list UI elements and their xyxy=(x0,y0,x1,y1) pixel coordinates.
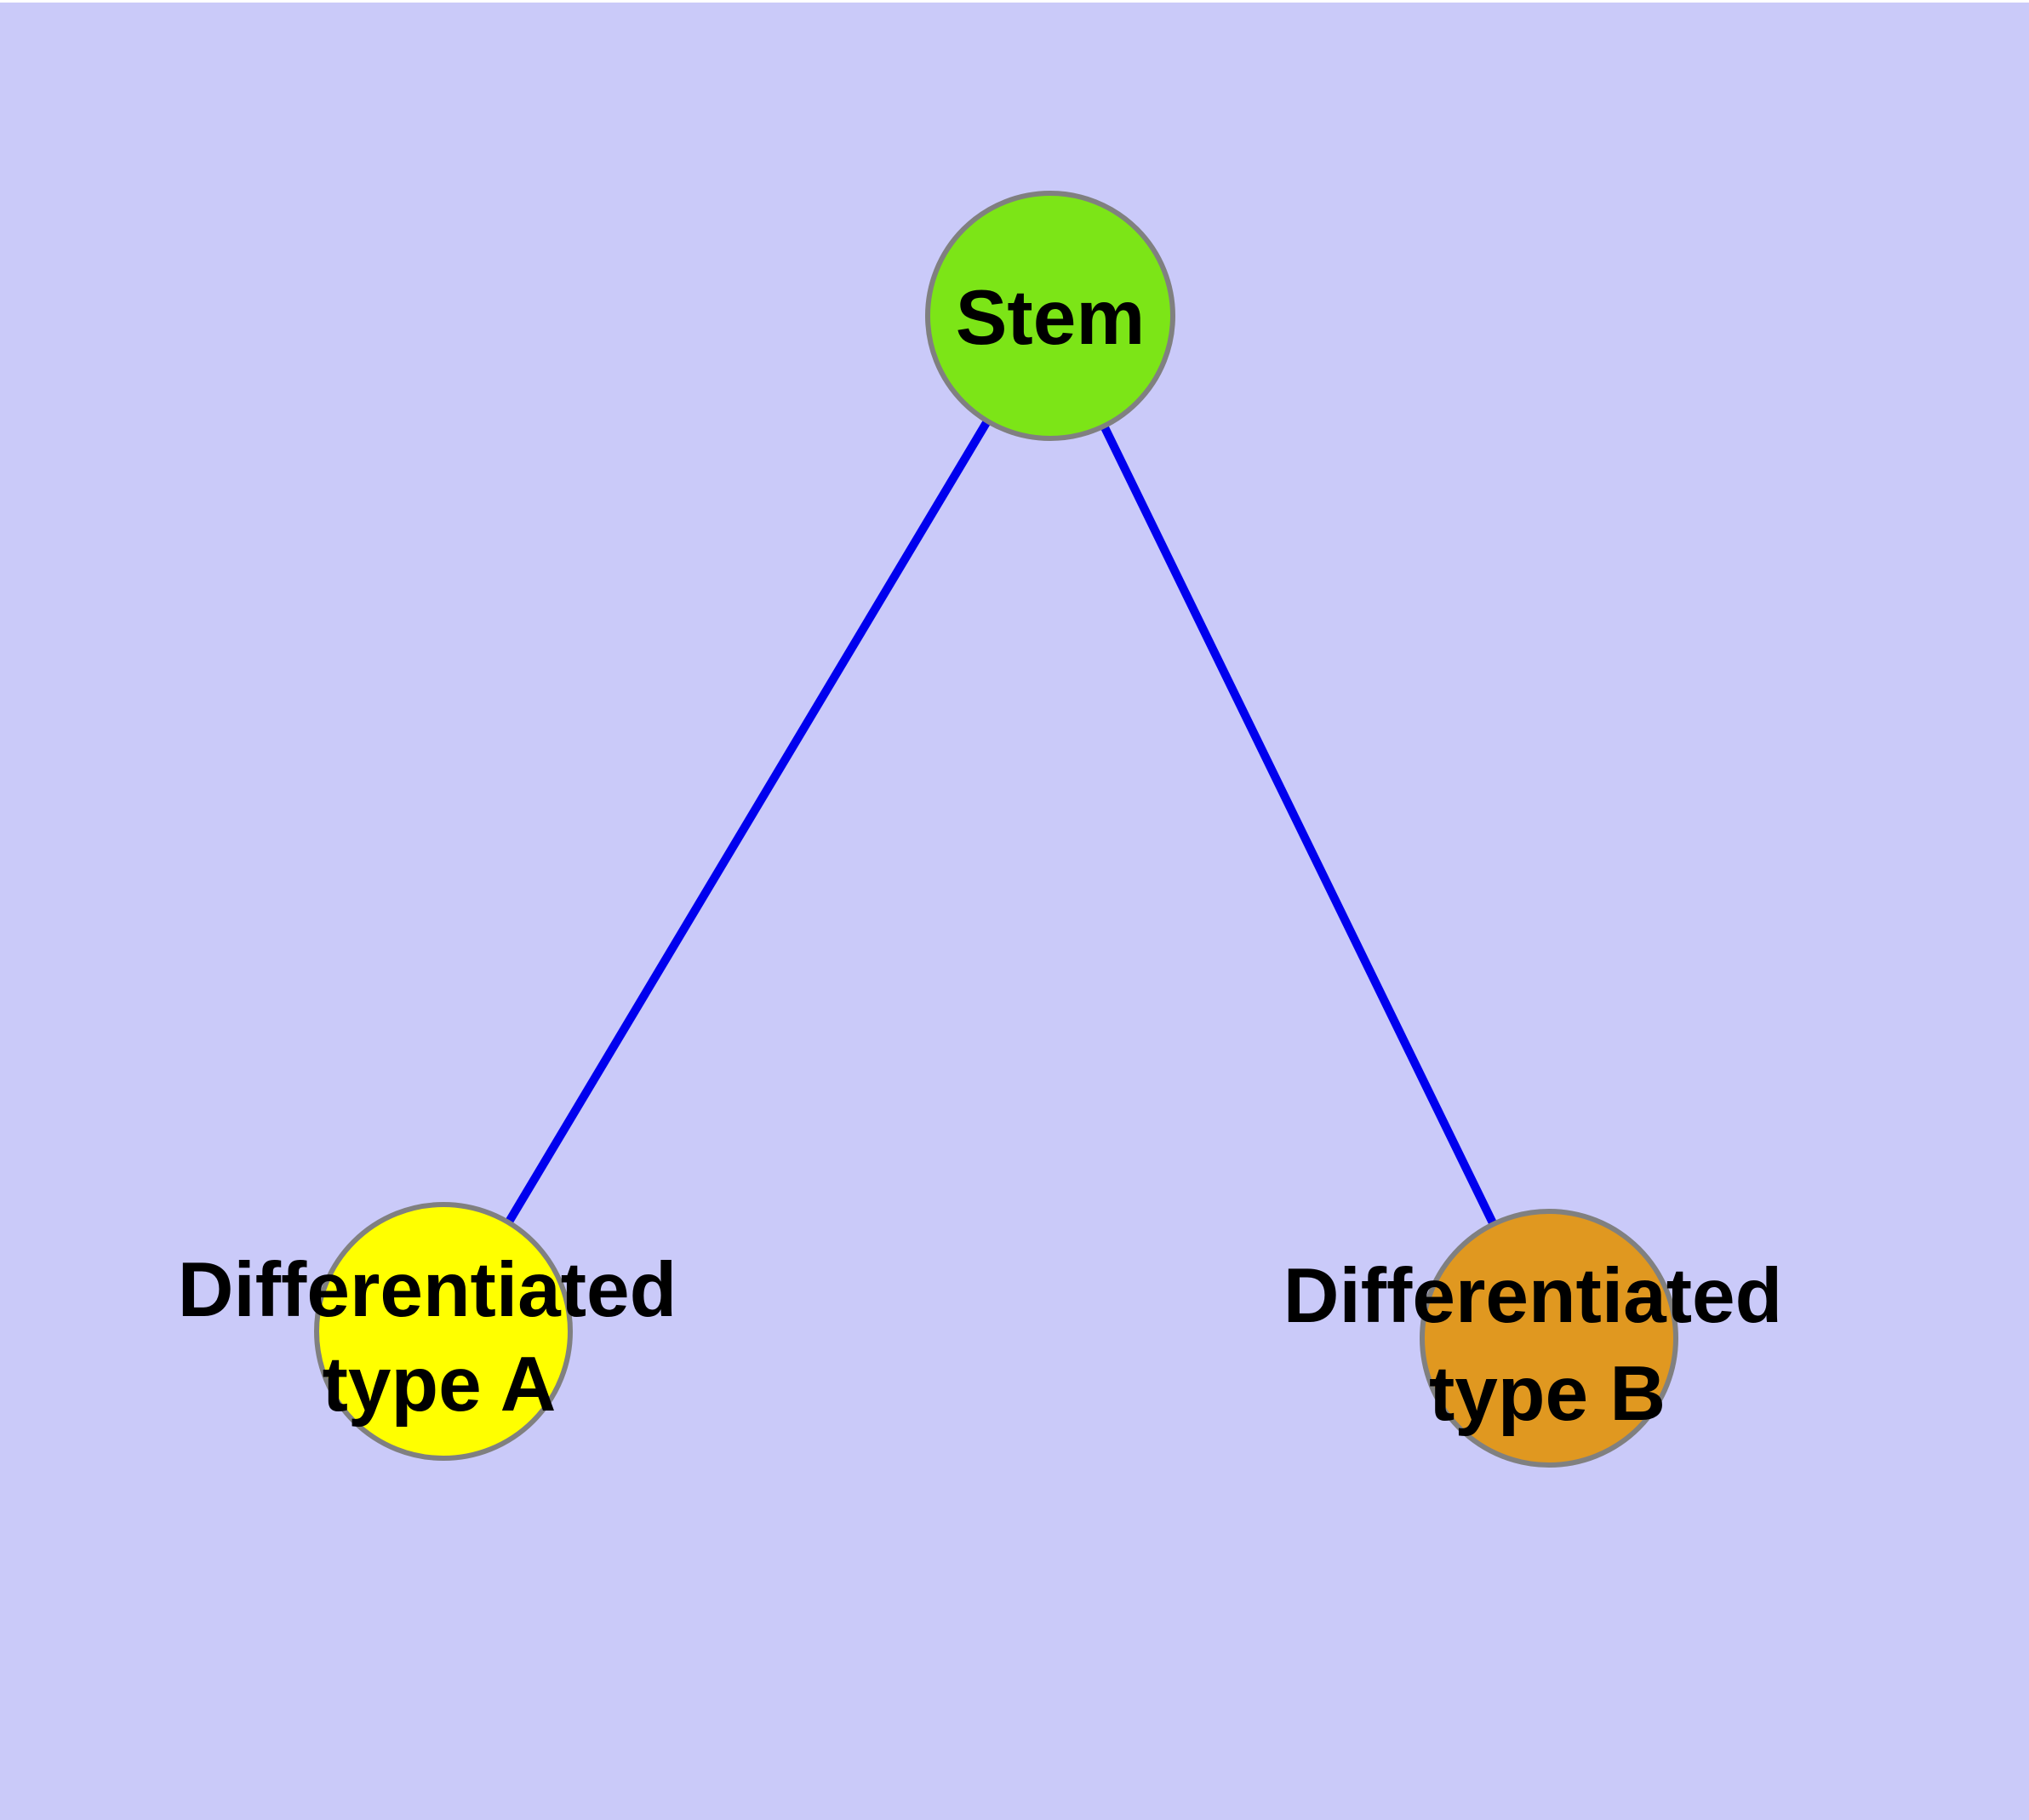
node-type-a-circle xyxy=(314,1202,573,1461)
node-type-b-label-line2: type B xyxy=(1429,1351,1666,1437)
node-type-b-circle xyxy=(1420,1209,1678,1468)
node-stem-label: Stem xyxy=(956,275,1146,361)
top-strip xyxy=(0,0,2029,3)
node-type-a-label-line1: Differentiated xyxy=(178,1247,677,1333)
edge-stem-to-type-b xyxy=(1046,313,1553,1341)
edge-stem-to-type-a xyxy=(439,313,1055,1334)
node-type-b-label-line1: Differentiated xyxy=(1283,1253,1783,1339)
node-stem-circle xyxy=(925,191,1175,441)
node-type-a-label-line2: type A xyxy=(323,1342,557,1428)
